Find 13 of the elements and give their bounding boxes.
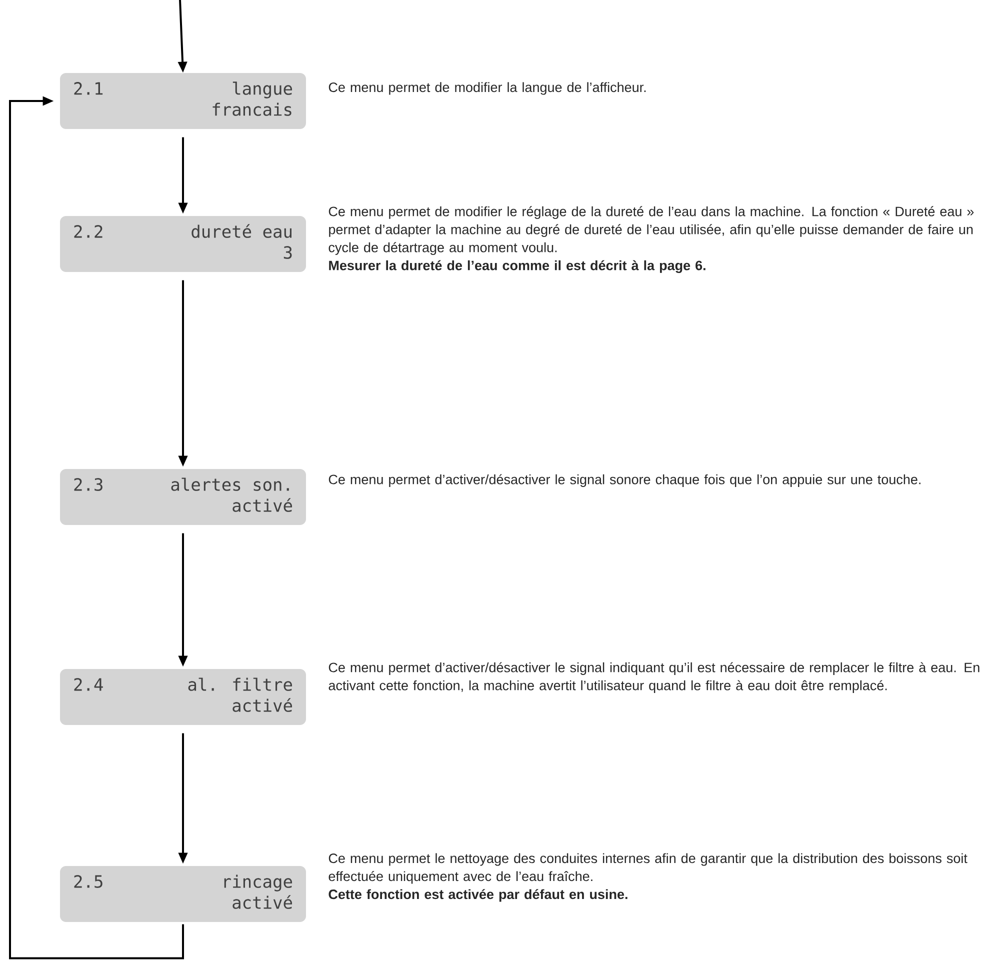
note-text: Mesurer la dureté de l’eau comme il est décrit à la page 6. bbox=[329, 260, 706, 273]
description-text: Ce menu permet le nettoyage des conduites internes afin de garantir que la distribution des boissons soit effectuée uniquement avec de l’eau fraîche. bbox=[328, 853, 968, 884]
description-text: Ce menu permet d’activer/désactiver le signal sonore chaque fois que l’on appuie sur une touche. bbox=[328, 474, 920, 487]
description-text: Ce menu permet de modifier la langue de l’afficheur. bbox=[328, 82, 646, 95]
description-text: Ce menu permet de modifier le réglage de la dureté de l’eau dans la machine. La fonction « Dureté eau » permet d’adapter la machine au degré de dureté de l’eau utilisée, afin qu’elle puisse demander de faire un cycle de détartrage au moment voulu. bbox=[328, 206, 974, 255]
description-text: Ce menu permet d’activer/désactiver le signal indiquant qu’il est nécessaire de remplacer le filtre à eau. En activant cette fonction, la machine avertit l’utilisateur quand le filtre à eau doit être remplacé. bbox=[328, 662, 980, 693]
lcd-display: 2.2 dureté eau 3 bbox=[60, 216, 306, 272]
arrow bbox=[9, 96, 184, 960]
lcd-display: 2.5 rincage activé bbox=[60, 866, 306, 922]
note-text: Cette fonction est activée par défaut en usine. bbox=[328, 889, 628, 902]
lcd-display: 2.1 langue francais bbox=[60, 73, 306, 129]
lcd-display: 2.3 alertes son. activé bbox=[60, 469, 306, 525]
lcd-display: 2.4 al. filtre activé bbox=[60, 669, 306, 725]
